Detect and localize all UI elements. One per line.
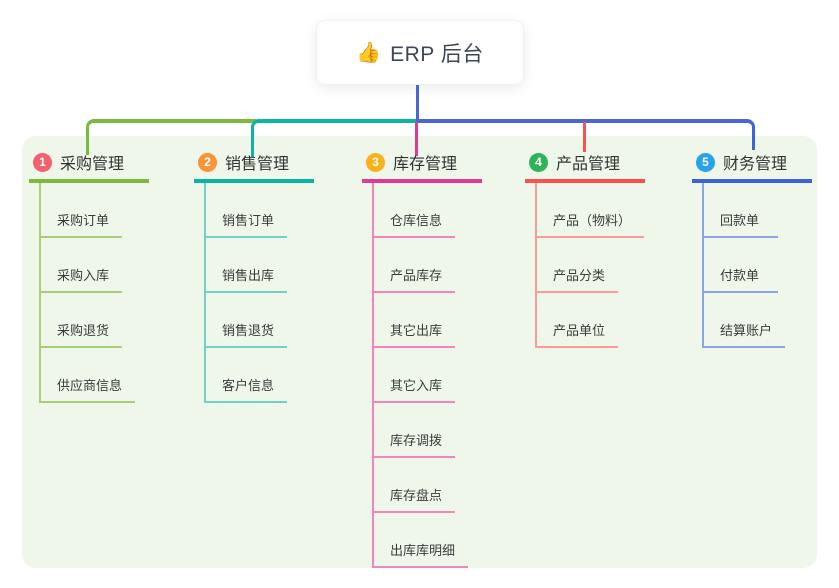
tree-item-label: 回款单 <box>720 213 760 228</box>
branch-1: 1 采购管理 采购订单 采购入库 采购退货 供应商信息 <box>29 150 149 403</box>
tree-item[interactable]: 其它入库 <box>374 348 456 403</box>
branch-header[interactable]: 4 产品管理 <box>525 150 645 183</box>
branch-header[interactable]: 3 库存管理 <box>362 150 482 183</box>
branch-number-badge: 3 <box>366 152 385 172</box>
tree-item-label: 销售出库 <box>222 268 275 283</box>
branch-header[interactable]: 1 采购管理 <box>29 150 149 183</box>
branch-3: 3 库存管理 仓库信息 产品库存 其它出库 其它入库 库存调拨 库存盘点 出库库… <box>362 150 482 568</box>
tree-item[interactable]: 客户信息 <box>206 348 288 403</box>
connector-branch-3 <box>415 122 418 156</box>
branch-5: 5 财务管理 回款单 付款单 结算账户 <box>692 150 812 348</box>
tree-item-label: 产品库存 <box>390 268 443 283</box>
tree-item-label: 结算账户 <box>720 323 773 338</box>
branch-title: 财务管理 <box>723 156 788 173</box>
tree-item[interactable]: 采购退货 <box>41 293 123 348</box>
tree-item[interactable]: 回款单 <box>704 183 778 238</box>
tree-item[interactable]: 出库库明细 <box>374 513 469 568</box>
branch-items: 产品（物料） 产品分类 产品单位 <box>535 183 645 348</box>
tree-item[interactable]: 供应商信息 <box>41 348 136 403</box>
root-title: ERP 后台 <box>390 42 484 66</box>
tree-item[interactable]: 产品库存 <box>374 238 456 293</box>
tree-item[interactable]: 产品分类 <box>537 238 619 293</box>
branch-title: 采购管理 <box>60 156 125 173</box>
branch-number-badge: 4 <box>529 152 548 172</box>
tree-item-label: 产品（物料） <box>553 213 632 228</box>
tree-item-label: 采购入库 <box>57 268 110 283</box>
tree-item-label: 采购退货 <box>57 323 110 338</box>
branch-title: 库存管理 <box>393 156 458 173</box>
branch-items: 销售订单 销售出库 销售退货 客户信息 <box>204 183 288 403</box>
branch-number-badge: 5 <box>696 152 715 172</box>
tree-item[interactable]: 销售订单 <box>206 183 288 238</box>
tree-item-label: 库存盘点 <box>390 488 443 503</box>
branch-2: 2 销售管理 销售订单 销售出库 销售退货 客户信息 <box>194 150 314 403</box>
tree-item[interactable]: 采购订单 <box>41 183 123 238</box>
connector-branch-1 <box>86 119 256 155</box>
tree-item-label: 出库库明细 <box>390 543 456 558</box>
connector-branch-2 <box>251 119 419 157</box>
tree-item[interactable]: 库存调拨 <box>374 403 456 458</box>
tree-item-label: 采购订单 <box>57 213 110 228</box>
tree-item-label: 客户信息 <box>222 378 275 393</box>
root-stem-line <box>416 83 419 121</box>
branch-number-badge: 1 <box>33 152 52 172</box>
tree-item-label: 其它入库 <box>390 378 443 393</box>
branch-items: 仓库信息 产品库存 其它出库 其它入库 库存调拨 库存盘点 出库库明细 <box>372 183 469 568</box>
tree-item[interactable]: 销售出库 <box>206 238 288 293</box>
tree-item-label: 销售订单 <box>222 213 275 228</box>
tree-item[interactable]: 付款单 <box>704 238 778 293</box>
branches-panel <box>22 136 817 568</box>
tree-item-label: 库存调拨 <box>390 433 443 448</box>
tree-item-label: 产品分类 <box>553 268 606 283</box>
branch-number-badge: 2 <box>198 152 217 172</box>
connector-branch-5 <box>416 119 755 150</box>
tree-item-label: 产品单位 <box>553 323 606 338</box>
branch-items: 采购订单 采购入库 采购退货 供应商信息 <box>39 183 136 403</box>
tree-item[interactable]: 其它出库 <box>374 293 456 348</box>
tree-item-label: 仓库信息 <box>390 213 443 228</box>
branch-items: 回款单 付款单 结算账户 <box>702 183 786 348</box>
tree-item-label: 付款单 <box>720 268 760 283</box>
tree-item[interactable]: 结算账户 <box>704 293 786 348</box>
root-node[interactable]: 👍 ERP 后台 <box>316 20 524 85</box>
tree-item[interactable]: 产品单位 <box>537 293 619 348</box>
connector-branch-4 <box>583 122 586 152</box>
branch-title: 销售管理 <box>225 156 290 173</box>
tree-item-label: 销售退货 <box>222 323 275 338</box>
tree-item[interactable]: 产品（物料） <box>537 183 645 238</box>
tree-item[interactable]: 采购入库 <box>41 238 123 293</box>
branch-4: 4 产品管理 产品（物料） 产品分类 产品单位 <box>525 150 645 348</box>
thumbs-up-icon: 👍 <box>356 41 382 64</box>
branch-title: 产品管理 <box>556 156 621 173</box>
tree-item[interactable]: 销售退货 <box>206 293 288 348</box>
tree-item[interactable]: 库存盘点 <box>374 458 456 513</box>
tree-item-label: 其它出库 <box>390 323 443 338</box>
tree-item-label: 供应商信息 <box>57 378 123 393</box>
tree-item[interactable]: 仓库信息 <box>374 183 456 238</box>
branch-header[interactable]: 5 财务管理 <box>692 150 812 183</box>
branch-header[interactable]: 2 销售管理 <box>194 150 314 183</box>
